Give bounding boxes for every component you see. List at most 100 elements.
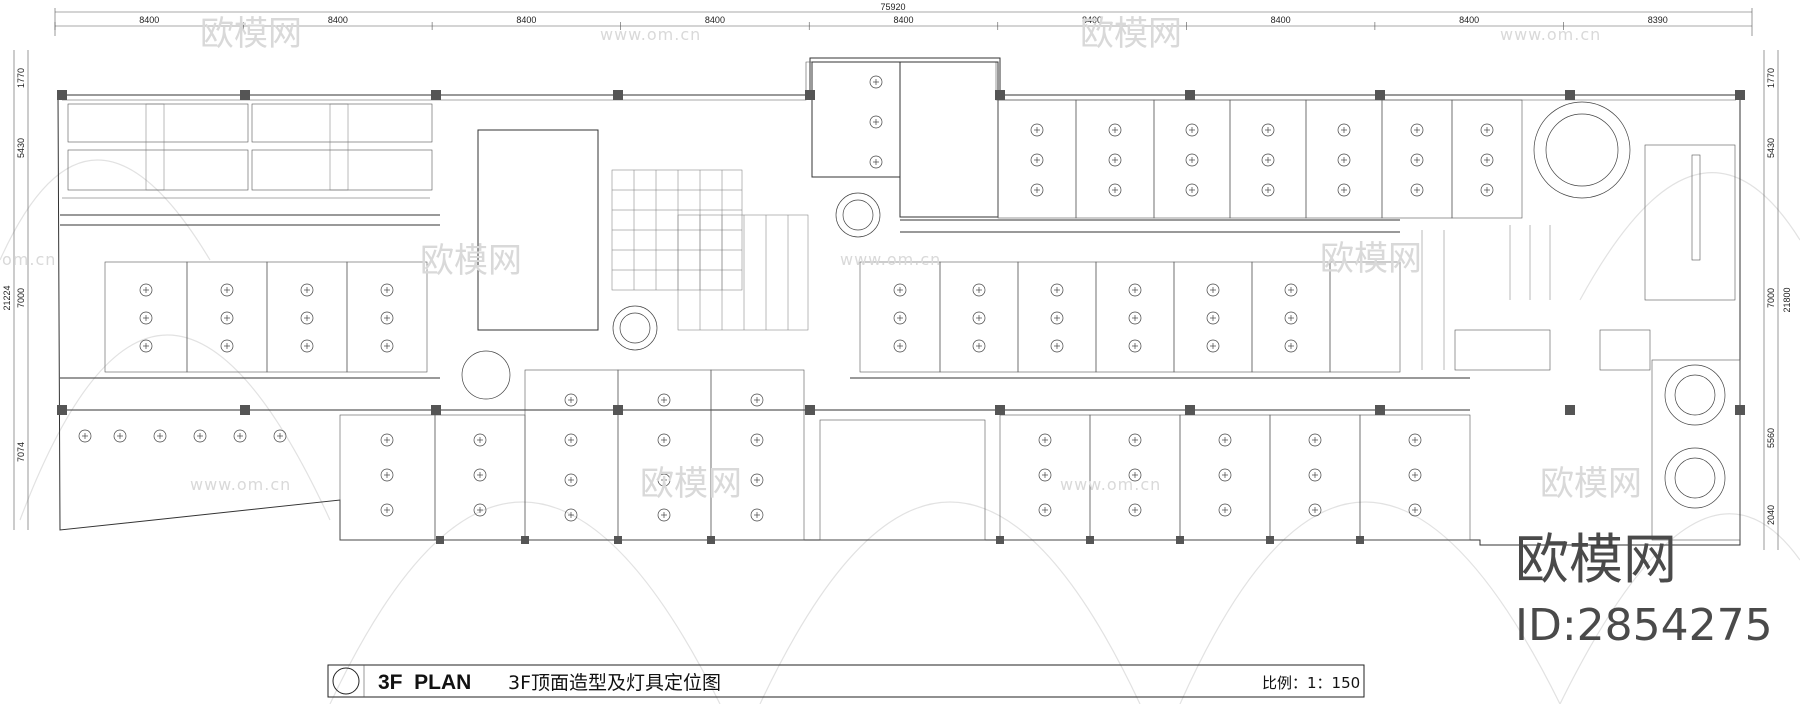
ceiling-light	[1284, 311, 1298, 325]
ceiling-light	[1030, 153, 1044, 167]
ceiling-light	[220, 283, 234, 297]
ceiling-light	[1206, 339, 1220, 353]
ceiling-light	[972, 311, 986, 325]
ceiling-light	[273, 429, 287, 443]
plan-code: 3F PLAN	[378, 671, 471, 694]
ceiling-light	[750, 473, 764, 487]
structural-column	[996, 536, 1004, 544]
lower-panels	[339, 369, 1471, 541]
ceiling-light	[869, 155, 883, 169]
ceiling-light	[1284, 339, 1298, 353]
ceiling-light	[220, 311, 234, 325]
ceiling-light	[1128, 468, 1142, 482]
ceiling-light	[1337, 153, 1351, 167]
left-dim-2: 7000	[16, 288, 26, 308]
ceiling-light	[380, 283, 394, 297]
ceiling-light	[1206, 283, 1220, 297]
watermarks: 欧模网 欧模网 www.om.cn www.om.cn 欧模网 欧模网 www.…	[2, 14, 1773, 651]
bay-dimension-label: 8400	[516, 15, 536, 25]
bay-dimension-label: 8400	[1271, 15, 1291, 25]
structural-column	[431, 90, 441, 100]
ceiling-light	[972, 283, 986, 297]
ceiling-light	[1480, 183, 1494, 197]
ceiling-light	[78, 429, 92, 443]
structural-column	[1176, 536, 1184, 544]
watermark-brand-4: 欧模网	[1320, 239, 1422, 279]
ceiling-light	[1308, 433, 1322, 447]
ceiling-light	[1337, 123, 1351, 137]
ceiling-light	[1128, 503, 1142, 517]
right-dim-1: 5430	[1766, 138, 1776, 158]
upper-left-panels	[62, 103, 433, 199]
watermark-url-3: www.om.cn	[840, 250, 941, 269]
ceiling-light	[1038, 503, 1052, 517]
right-dim-0: 1770	[1766, 68, 1776, 88]
right-dimensions: 1770 5430 21800 7000 5560 2040	[1763, 50, 1792, 550]
bay-dimension-label: 8400	[1459, 15, 1479, 25]
ceiling-light	[1218, 433, 1232, 447]
ceiling-light	[1108, 183, 1122, 197]
bay-dimension-label: 8400	[328, 15, 348, 25]
ceiling-light	[1185, 183, 1199, 197]
round-ceiling-features	[461, 101, 1741, 541]
ceiling-light	[1128, 339, 1142, 353]
watermark-url-2: www.om.cn	[1500, 25, 1601, 44]
title-circle-symbol	[332, 667, 360, 695]
plan-name: 3F顶面造型及灯具定位图	[508, 672, 721, 694]
watermark-url-5: www.om.cn	[190, 475, 291, 494]
ceiling-light	[869, 75, 883, 89]
structural-column	[240, 90, 250, 100]
ceiling-light	[139, 283, 153, 297]
structural-column	[805, 90, 815, 100]
structural-column	[995, 405, 1005, 415]
ceiling-light	[1108, 123, 1122, 137]
ceiling-light	[380, 468, 394, 482]
ceiling-light	[1050, 283, 1064, 297]
right-upper-bays	[859, 99, 1736, 373]
total-dimension-label: 75920	[880, 2, 905, 12]
watermark-url-1: www.om.cn	[600, 25, 701, 44]
building-outline	[57, 57, 1741, 546]
bay-dimension-label: 8400	[1082, 15, 1102, 25]
ceiling-light	[1218, 503, 1232, 517]
structural-column	[1185, 90, 1195, 100]
ceiling-lights	[78, 75, 1494, 522]
ceiling-light	[750, 508, 764, 522]
ceiling-light	[1185, 123, 1199, 137]
structural-column	[431, 405, 441, 415]
structural-column	[614, 536, 622, 544]
bay-dimension-label: 8400	[705, 15, 725, 25]
structural-column	[1565, 90, 1575, 100]
ceiling-light	[1030, 183, 1044, 197]
structural-column	[1565, 405, 1575, 415]
mid-left-bays	[104, 261, 428, 373]
ceiling-light	[1128, 433, 1142, 447]
ceiling-light	[893, 339, 907, 353]
ceiling-light	[893, 283, 907, 297]
structural-column	[1735, 90, 1745, 100]
ceiling-light	[380, 433, 394, 447]
structural-column	[1086, 536, 1094, 544]
structural-column	[436, 536, 444, 544]
structural-column	[1356, 536, 1364, 544]
scale-label: 比例：1：150	[1262, 674, 1360, 692]
ceiling-light	[1206, 311, 1220, 325]
structural-column	[805, 405, 815, 415]
left-dimensions: 1770 5430 21224 7000 7074	[2, 50, 29, 530]
ceiling-light	[300, 283, 314, 297]
structural-column	[1185, 405, 1195, 415]
watermark-brand-5: 欧模网	[640, 464, 742, 504]
ceiling-light	[1261, 183, 1275, 197]
structural-column	[57, 405, 67, 415]
ceiling-light	[1050, 311, 1064, 325]
ceiling-light	[1410, 183, 1424, 197]
ceiling-light	[139, 339, 153, 353]
brand-logo-large: 欧模网	[1515, 528, 1677, 591]
structural-column	[57, 90, 67, 100]
ceiling-light	[380, 311, 394, 325]
title-block: 3F PLAN 3F顶面造型及灯具定位图 比例：1：150	[327, 664, 1365, 698]
ceiling-light	[657, 508, 671, 522]
ceiling-light	[1218, 468, 1232, 482]
